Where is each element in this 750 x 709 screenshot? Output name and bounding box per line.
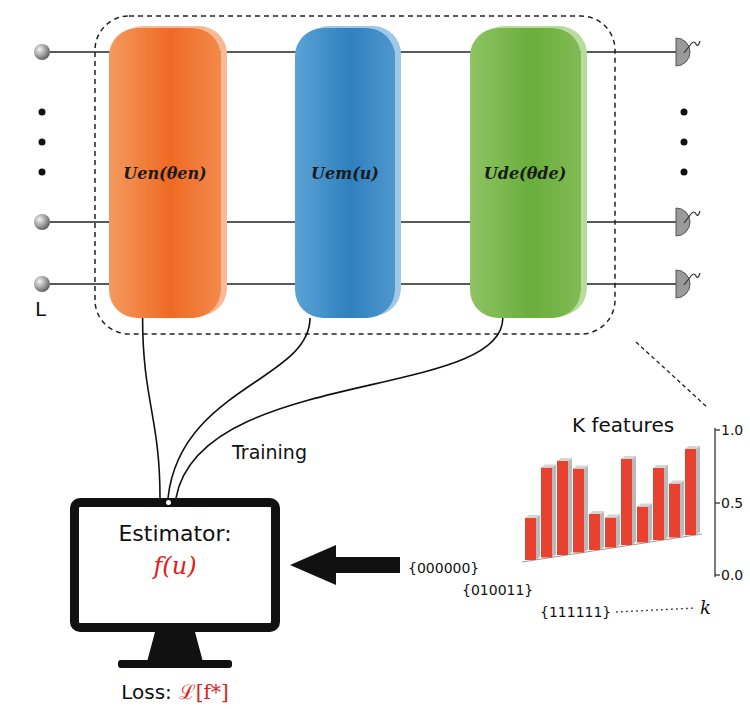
bitstring-label: {010011} — [462, 582, 533, 598]
block-label: Uen(θen) — [123, 164, 206, 183]
block-label: Ude(θde) — [484, 164, 567, 183]
qubit-sphere — [34, 44, 50, 60]
feature-arrow — [290, 545, 400, 585]
bitstring-label: {000000} — [408, 560, 479, 576]
dashed-enclosure — [95, 16, 615, 334]
decoder-block: Ude(θde) — [470, 28, 581, 318]
training-connector — [168, 318, 310, 498]
qubit-sphere — [34, 276, 50, 292]
ellipsis-dot — [681, 109, 688, 116]
camera-dot — [166, 500, 171, 505]
loss-caption: Loss: ℒ[f*] — [79, 678, 271, 705]
ellipsis-dot — [39, 109, 46, 116]
ellipsis-dot — [681, 139, 688, 146]
ellipsis-dot — [681, 169, 688, 176]
bitstring-label: {111111} — [540, 604, 611, 620]
axis-tick-label: 1.0 — [721, 422, 743, 438]
detector — [676, 208, 700, 236]
ellipsis-dot — [39, 169, 46, 176]
encoder-block: Uen(θen) — [109, 28, 221, 318]
estimator-monitor: Loss:ℒ[f*]Estimator:f(u) — [70, 498, 280, 632]
ellipsis-dot — [39, 139, 46, 146]
axis-tick-label: 0.5 — [721, 495, 743, 511]
monitor-stand — [147, 632, 203, 662]
embedding-block: Uem(u) — [295, 28, 395, 318]
loss-label: Loss: — [121, 680, 172, 704]
detector — [676, 38, 700, 66]
training-connector — [176, 318, 503, 498]
detector — [676, 270, 700, 298]
training-label: Training — [232, 442, 307, 464]
qubit-count-label: L — [35, 298, 46, 321]
block-label: Uem(u) — [311, 164, 379, 183]
bar-chart — [525, 446, 700, 560]
chart-axis — [522, 428, 720, 612]
qubit-sphere — [34, 214, 50, 230]
estimator-function: f(u) — [153, 552, 196, 580]
chart-title: K features — [572, 414, 674, 437]
axis-tick-label: 0.0 — [721, 567, 743, 583]
estimator-label: Estimator: — [118, 521, 231, 546]
monitor-base — [118, 660, 232, 668]
loss-function: ℒ[f*] — [179, 680, 229, 704]
training-connector — [143, 318, 160, 498]
axis-label: k — [700, 598, 711, 619]
zoom-leader — [636, 342, 708, 408]
